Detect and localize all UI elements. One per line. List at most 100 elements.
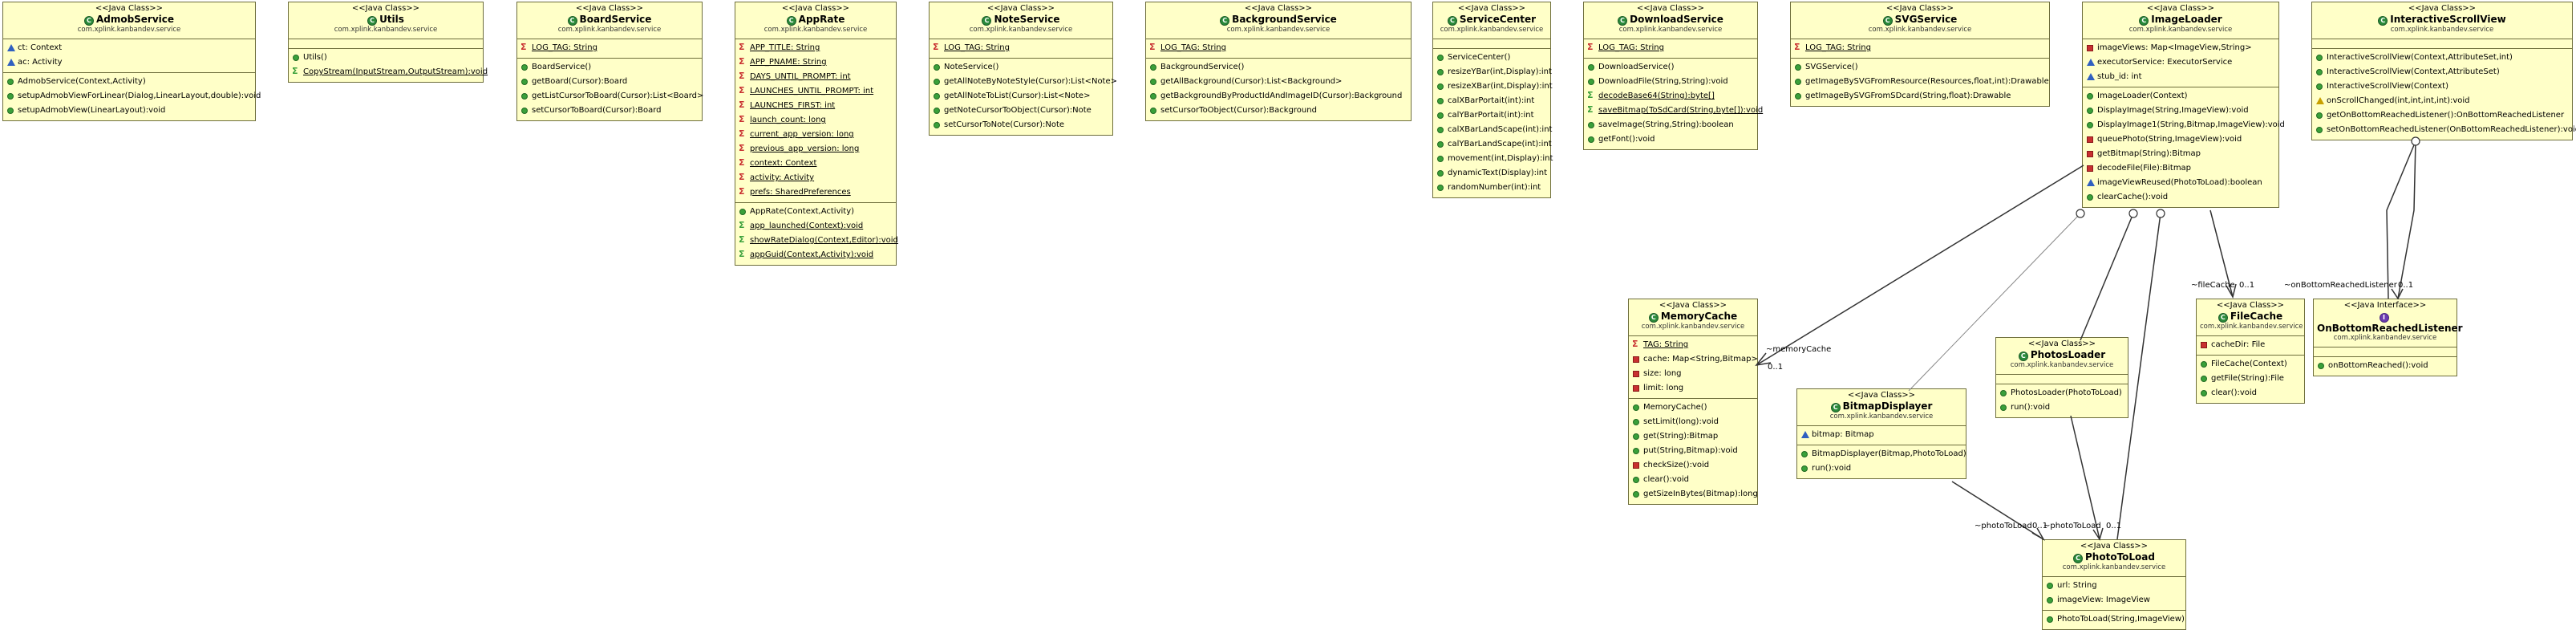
method-row: getAllNoteByNoteStyle(Cursor):List<Note> xyxy=(930,75,1117,89)
constructor-icon xyxy=(2000,390,2007,396)
method-row: calXBarPortait(int):int xyxy=(1433,94,1550,108)
class-name: BackgroundService xyxy=(1232,14,1337,25)
method-row: run():void xyxy=(1797,461,1966,476)
method-text: getImageBySVGFromResource(Resources,floa… xyxy=(1805,77,2049,86)
class-icon: C xyxy=(2073,554,2083,563)
mult-phototoload-2: 0..1 xyxy=(2106,522,2122,530)
stereotype-label: <<Java Class>> xyxy=(2027,339,2096,348)
method-row: put(String,Bitmap):void xyxy=(1629,444,1757,458)
stereotype-label: <<Java Class>> xyxy=(1457,4,1526,13)
static-field-icon xyxy=(739,112,746,127)
label-memorycache: ~memoryCache xyxy=(1766,345,1832,354)
public-visibility-icon xyxy=(1588,136,1594,143)
field-row: size: long xyxy=(1629,367,1757,381)
field-row: APP_PNAME: String xyxy=(735,55,896,70)
methods-section: ServiceCenter()resizeYBar(int,Display):i… xyxy=(1433,49,1553,197)
method-row: DownloadFile(String,String):void xyxy=(1584,75,1757,89)
package-visibility-icon xyxy=(2087,179,2095,186)
fields-section: bitmap: Bitmap xyxy=(1797,426,1966,445)
method-row: MemoryCache() xyxy=(1629,400,1757,415)
class-name: PhotosLoader xyxy=(2030,349,2106,360)
method-text: SVGService() xyxy=(1805,63,1858,71)
class-name: AppRate xyxy=(798,14,845,25)
field-row: imageViews: Map<ImageView,String> xyxy=(2083,41,2278,55)
package-name: com.xplink.kanbandev.service xyxy=(1226,26,1331,34)
fields-section: LOG_TAG: String xyxy=(1146,39,1411,59)
stereotype-label: <<Java Class>> xyxy=(351,4,420,13)
method-row: getSizeInBytes(Bitmap):long xyxy=(1629,487,1758,502)
mult-filecache: 0..1 xyxy=(2239,281,2255,290)
constructor-icon xyxy=(2316,83,2323,90)
method-text: setLimit(long):void xyxy=(1643,417,1719,426)
field-row: LOG_TAG: String xyxy=(1584,40,1757,55)
method-text: checkSize():void xyxy=(1643,461,1710,469)
field-row: context: Context xyxy=(735,156,896,171)
methods-section: DownloadService()DownloadFile(String,Str… xyxy=(1584,59,1763,149)
public-visibility-icon xyxy=(934,93,940,100)
method-row: saveImage(String,String):boolean xyxy=(1584,118,1757,132)
field-text: LAUNCHES_UNTIL_PROMPT: int xyxy=(750,87,874,96)
method-row: dynamicText(Display):int xyxy=(1433,166,1550,181)
method-row: getListCursorToBoard(Cursor):List<Board> xyxy=(517,89,703,104)
class-name: MemoryCache xyxy=(1660,311,1738,322)
public-visibility-icon xyxy=(1588,122,1594,128)
package-name: com.xplink.kanbandev.service xyxy=(2200,323,2303,331)
class-icon: C xyxy=(1447,16,1457,26)
static-field-icon xyxy=(739,156,746,170)
static-field-icon xyxy=(739,69,746,83)
field-row: ct: Context xyxy=(3,41,255,55)
method-text: dynamicText(Display):int xyxy=(1448,169,1548,177)
class-icon: C xyxy=(367,16,378,26)
class-icon: C xyxy=(1882,16,1893,26)
public-visibility-icon xyxy=(2047,597,2053,604)
fields-section xyxy=(2314,347,2457,357)
method-text: ServiceCenter() xyxy=(1448,53,1511,62)
method-row: getOnBottomReachedListener():OnBottomRea… xyxy=(2312,108,2572,123)
field-text: context: Context xyxy=(750,159,817,168)
method-text: resizeXBar(int,Display):int xyxy=(1448,82,1553,91)
field-text: ct: Context xyxy=(18,43,63,52)
package-visibility-icon xyxy=(2087,73,2095,80)
method-row: BackgroundService() xyxy=(1146,60,1411,75)
method-text: run():void xyxy=(2011,403,2051,412)
public-visibility-icon xyxy=(934,108,940,114)
stereotype-label: <<Java Class>> xyxy=(2080,542,2149,551)
public-visibility-icon xyxy=(1437,170,1444,177)
method-row: BitmapDisplayer(Bitmap,PhotoToLoad) xyxy=(1797,447,1966,461)
constructor-icon xyxy=(2316,55,2323,61)
method-text: setCursorToNote(Cursor):Note xyxy=(944,120,1065,129)
public-visibility-icon xyxy=(521,108,528,114)
interface-icon: I xyxy=(2379,313,2389,323)
method-text: getAllNoteToList(Cursor):List<Note> xyxy=(944,91,1091,100)
method-row: setCursorToObject(Cursor):Background xyxy=(1146,104,1411,118)
field-text: url: String xyxy=(2057,581,2097,590)
class-box-on-bottom-reached-listener[interactable]: <<Java Interface>>IOnBottomReachedListen… xyxy=(2313,299,2463,376)
public-visibility-icon xyxy=(2087,122,2093,128)
label-phototoload-1: ~photoToLoad xyxy=(1975,522,2032,530)
class-name: Utils xyxy=(379,14,404,25)
field-row: previous_app_version: long xyxy=(735,141,896,156)
